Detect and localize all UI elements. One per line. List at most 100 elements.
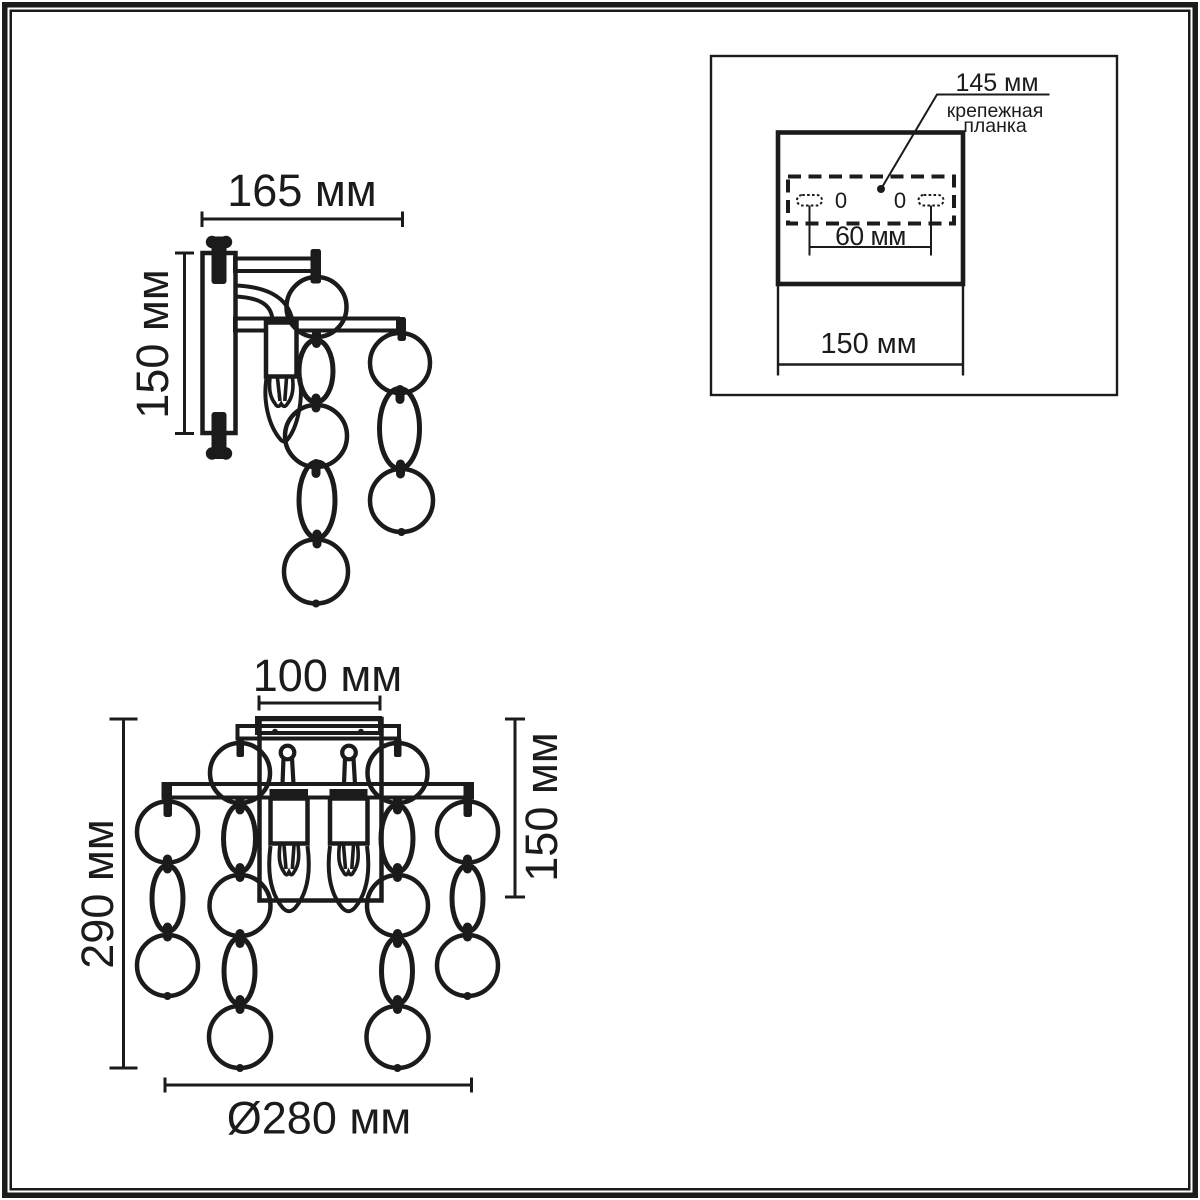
chain-connector (163, 922, 172, 942)
chain-ring (434, 932, 501, 999)
leader-dot (877, 185, 885, 193)
side-width-label: 165 мм (227, 165, 376, 216)
mounting-screw-top (205, 235, 233, 284)
backplate-width-dimension (776, 284, 965, 376)
bulb-outline (336, 844, 361, 877)
chain-oval (221, 802, 258, 875)
chain-ring (281, 537, 351, 606)
chain-oval (378, 802, 416, 875)
socket-flange-right (329, 789, 368, 799)
front-body-height-label: 150 мм (516, 732, 567, 881)
chain-end-bead (393, 1064, 402, 1072)
chain-outer-right (434, 799, 501, 1000)
socket-left (268, 796, 310, 846)
front-diameter-label: Ø280 мм (227, 1093, 411, 1144)
bracket-name-line2: планка (963, 115, 1027, 137)
candle-bulb-left (277, 844, 301, 877)
front-top-dimension (257, 695, 382, 711)
bracket-leader (877, 93, 1050, 193)
dimension-line (776, 284, 965, 376)
bracket-length-label: 145 мм (955, 69, 1038, 97)
side-height-dimension (175, 251, 194, 435)
arm-tube (234, 283, 295, 322)
chain-ring (367, 330, 433, 396)
bulb-outline (275, 377, 282, 402)
bulb-outline (283, 377, 289, 402)
front-body-height-dimension (505, 717, 525, 899)
chain-ring (367, 466, 436, 535)
bulb-outline (267, 377, 295, 409)
screw-part (210, 236, 228, 248)
dimension-line (200, 211, 404, 227)
chain-connector (393, 863, 402, 882)
chain-ring (284, 274, 349, 340)
chain-end-bead (463, 992, 472, 1000)
middle-arm (233, 316, 400, 333)
mounting-screw-bottom (205, 412, 233, 460)
backplate-width-label: 150 мм (820, 328, 916, 360)
screw-part (211, 412, 227, 450)
keyhole-left: 0 (835, 188, 847, 213)
chain-inner-left (206, 740, 274, 1072)
front-height-label: 290 мм (72, 819, 123, 968)
front-view: 100 мм 290 мм 150 мм Ø280 мм (72, 650, 567, 1144)
top-arm (233, 256, 318, 273)
pin-part (280, 757, 296, 785)
chain-inner-right (364, 740, 431, 1072)
dimension-line (257, 695, 382, 711)
pin-part (341, 757, 358, 785)
dimension-line (808, 205, 932, 256)
side-width-dimension (200, 211, 404, 227)
pin-part (340, 743, 358, 762)
leader-line (880, 93, 1050, 190)
front-top-label: 100 мм (253, 650, 402, 701)
lamp-socket (263, 320, 299, 379)
mounting-inset: 0 0 60 мм 145 мм крепежная планка 150 мм (709, 54, 1119, 397)
chain-end-bead (312, 599, 320, 608)
chain-ring (364, 1003, 431, 1071)
socket-flange-left (269, 789, 308, 799)
chain-ring (206, 1003, 274, 1071)
body-box (257, 716, 384, 903)
bracket-name-line1: крепежная (947, 100, 1044, 122)
bulb-outline (277, 844, 301, 877)
chain-end-bead (397, 528, 406, 536)
slot-spacing-dimension (808, 205, 932, 256)
slot-right (917, 194, 945, 207)
bulb-pin-right (340, 743, 358, 785)
chain-outer-left (134, 799, 201, 1000)
bulb-outline (282, 844, 296, 870)
chain-oval (296, 337, 336, 405)
dimension-line (505, 717, 525, 899)
dimension-line (175, 251, 194, 435)
dimension-line (163, 1077, 473, 1093)
side-view: 165 мм 150 мм (127, 165, 436, 608)
chain-connector (235, 863, 245, 882)
chain-ring (134, 932, 201, 999)
chain-middle (281, 274, 351, 608)
pin-part (278, 743, 297, 762)
inset-box (709, 54, 1119, 397)
dimension-line (109, 717, 138, 1070)
chain-end-bead (163, 992, 172, 1000)
crystal-drop-right (326, 845, 371, 914)
keyhole-right: 0 (894, 188, 906, 213)
canopy-screw-right (358, 728, 364, 735)
frame-inner (9, 9, 1191, 1191)
screw-part (210, 448, 228, 459)
side-height-label: 150 мм (127, 269, 178, 418)
chain-ring (364, 872, 431, 939)
socket-right (327, 796, 370, 846)
inset-backplate (775, 130, 966, 287)
middle-arm-end-cap (397, 317, 406, 341)
mounting-bracket (786, 174, 956, 226)
slot-left (796, 194, 823, 207)
chain-right (367, 330, 436, 536)
crystal-drop-left (267, 845, 311, 914)
bulb-pin-left (278, 743, 297, 785)
canopy-bar (235, 724, 401, 741)
slot-spacing-label: 60 мм (835, 221, 906, 251)
